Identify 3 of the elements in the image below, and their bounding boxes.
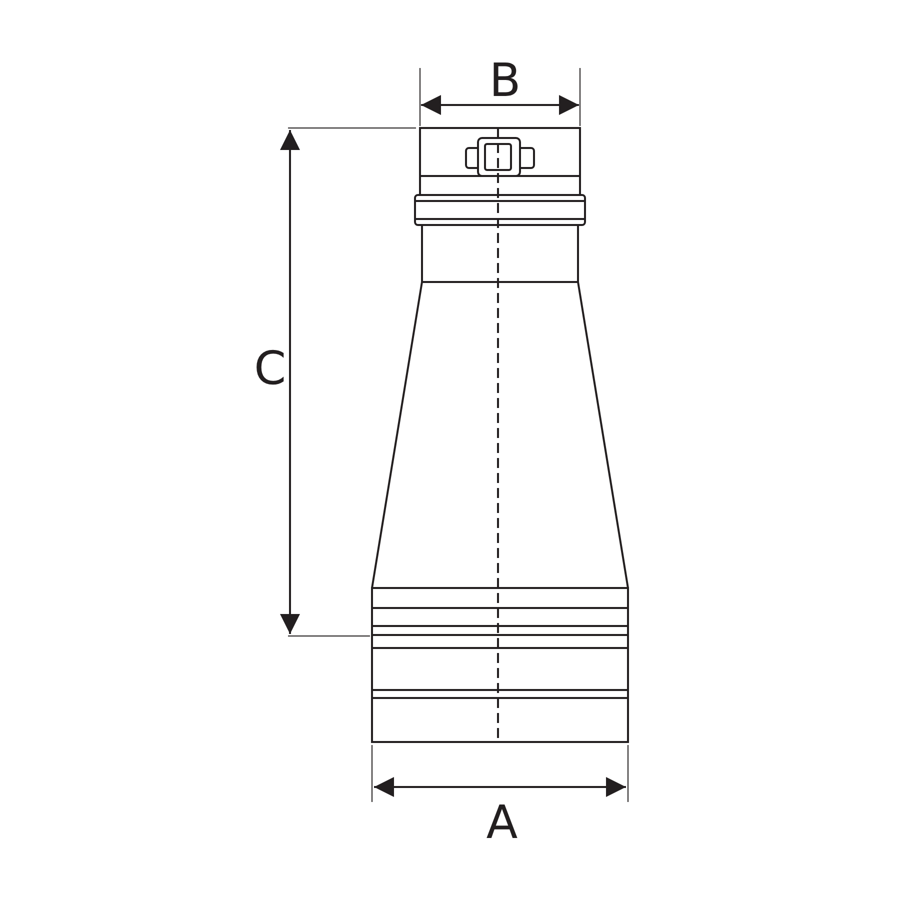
dimension-label: A [486,799,518,845]
dimension-label: C [254,345,286,391]
dimension-label: B [489,57,521,103]
